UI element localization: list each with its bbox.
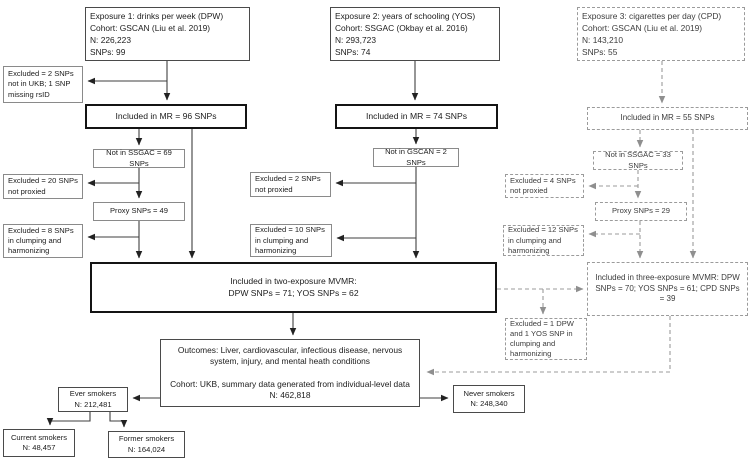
- included-mr-cpd-box: Included in MR = 55 SNPs: [587, 107, 748, 130]
- current-smokers-box: Current smokers N: 48,457: [3, 429, 75, 457]
- included-mr-yos-box: Included in MR = 74 SNPs: [335, 104, 498, 129]
- excluded-clumping-cpd-box: Excluded = 12 SNPs in clumping and harmo…: [503, 225, 584, 256]
- excluded-not-proxied-yos-box: Excluded = 2 SNPs not proxied: [250, 172, 331, 197]
- exposure3-box: Exposure 3: cigarettes per day (CPD) Coh…: [577, 7, 745, 61]
- excluded-mvmr-box: Excluded = 1 DPW and 1 YOS SNP in clumpi…: [505, 318, 587, 360]
- former-smokers-box: Former smokers N: 164,024: [108, 431, 185, 458]
- not-in-ssgac-dpw-box: Not in SSGAC = 69 SNPs: [93, 148, 185, 168]
- ever-smokers-box: Ever smokers N: 212,481: [58, 387, 128, 412]
- excluded-ukb-box: Excluded = 2 SNPs not in UKB; 1 SNP miss…: [3, 66, 83, 103]
- proxy-snps-cpd-box: Proxy SNPs = 29: [595, 202, 687, 221]
- excluded-not-proxied-cpd-box: Excluded = 4 SNPs not proxied: [505, 174, 584, 198]
- exposure2-box: Exposure 2: years of schooling (YOS) Coh…: [330, 7, 500, 61]
- excluded-not-proxied-dpw-box: Excluded = 20 SNPs not proxied: [3, 174, 83, 199]
- not-in-gscan-yos-box: Not in GSCAN = 2 SNPs: [373, 147, 459, 167]
- mvmr-three-exposure-box: Included in three-exposure MVMR: DPW SNP…: [587, 262, 748, 316]
- included-mr-dpw-box: Included in MR = 96 SNPs: [85, 104, 247, 129]
- excluded-clumping-yos-box: Excluded = 10 SNPs in clumping and harmo…: [250, 224, 332, 257]
- never-smokers-box: Never smokers N: 248,340: [453, 385, 525, 413]
- solid-connectors: [46, 61, 449, 428]
- not-in-ssgac-cpd-box: Not in SSGAC = 33 SNPs: [593, 150, 683, 170]
- exposure1-box: Exposure 1: drinks per week (DPW) Cohort…: [85, 7, 250, 61]
- mvmr-two-exposure-box: Included in two-exposure MVMR: DPW SNPs …: [90, 262, 497, 313]
- outcomes-box: Outcomes: Liver, cardiovascular, infecti…: [160, 339, 420, 407]
- dashed-connectors: [426, 61, 697, 376]
- excluded-clumping-dpw-box: Excluded = 8 SNPs in clumping and harmon…: [3, 224, 83, 258]
- proxy-snps-dpw-box: Proxy SNPs = 49: [93, 202, 185, 221]
